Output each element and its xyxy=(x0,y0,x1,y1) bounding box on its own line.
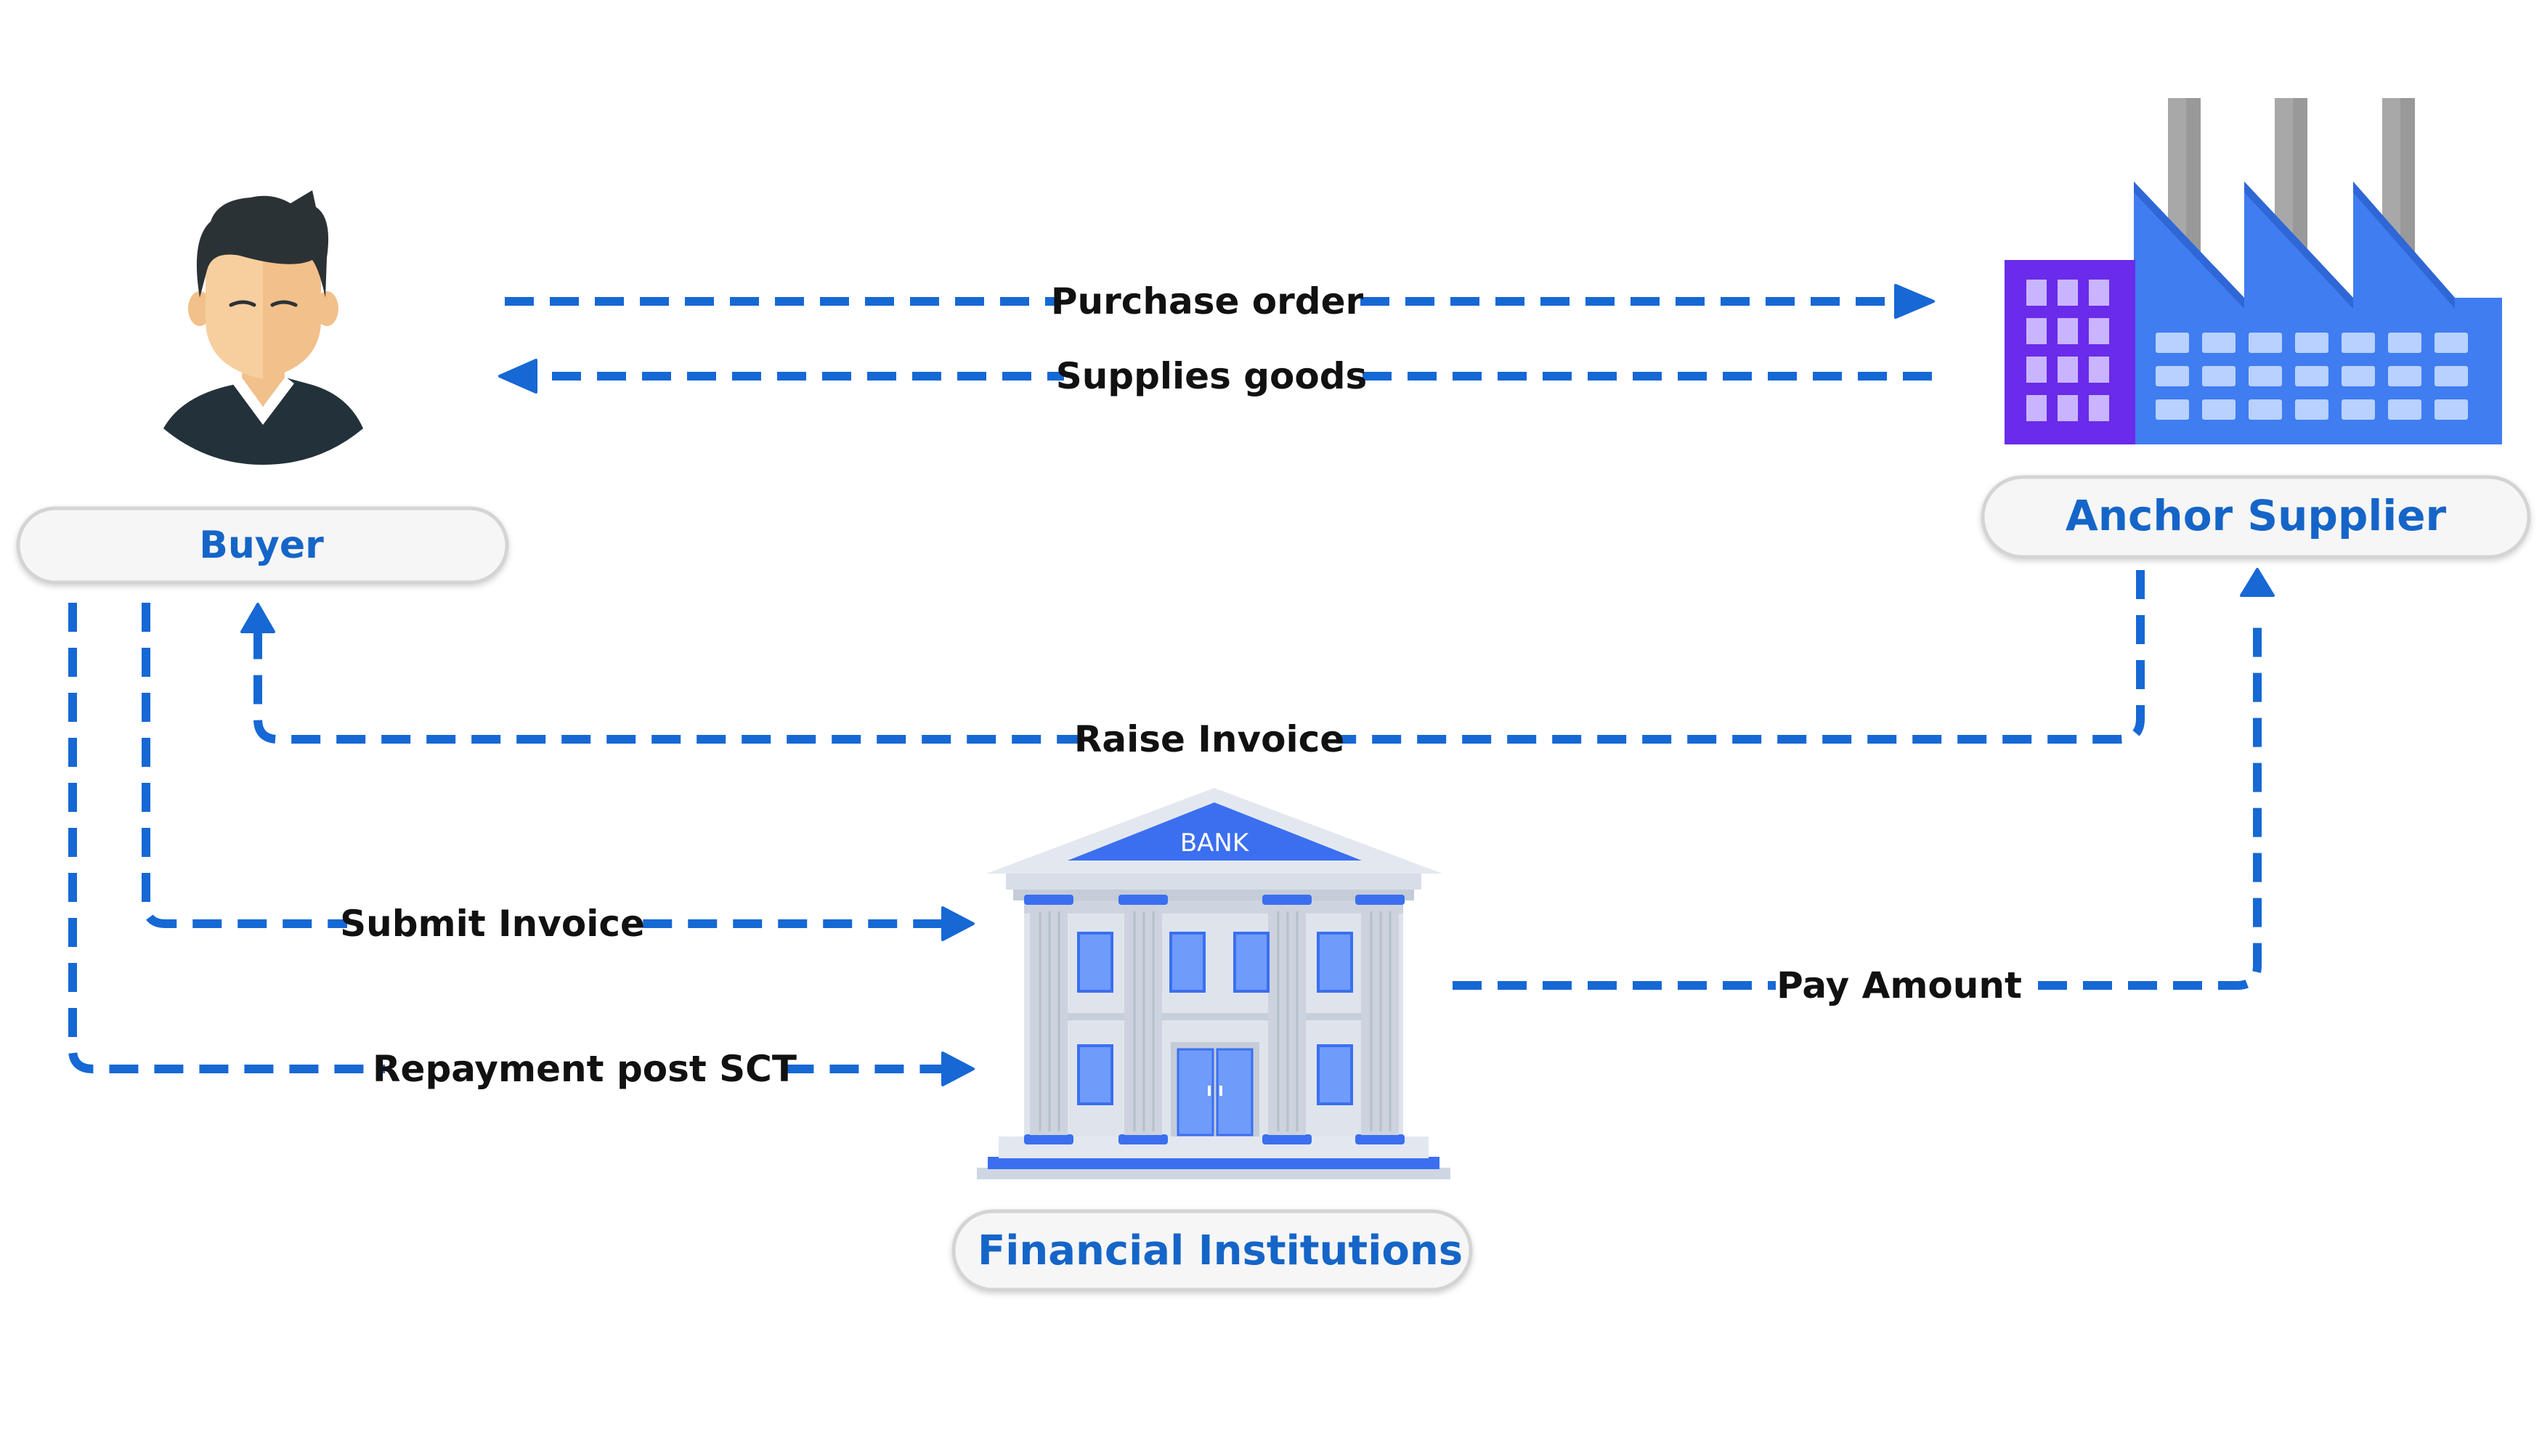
raise-invoice-arrowhead xyxy=(240,603,275,633)
financial-institutions-node: Financial Institutions xyxy=(951,1209,1473,1292)
buyer-node: Buyer xyxy=(16,506,509,585)
repayment-arrowhead xyxy=(941,1052,975,1086)
repayment-label: Repayment post SCT xyxy=(373,1048,797,1090)
anchor-supplier-node: Anchor Supplier xyxy=(1981,475,2531,559)
raise-invoice-label: Raise Invoice xyxy=(1074,718,1344,760)
pay-amount-arrow-line xyxy=(1453,625,2262,990)
bank-sign-text: BANK xyxy=(1180,829,1250,858)
submit-invoice-arrow-line xyxy=(142,603,944,928)
purchase-order-arrowhead xyxy=(1894,284,1935,319)
submit-invoice-label: Submit Invoice xyxy=(340,903,645,945)
factory-icon xyxy=(2005,98,2502,444)
pay-amount-arrowhead xyxy=(2240,568,2275,597)
financial-institutions-label: Financial Institutions xyxy=(978,1227,1463,1274)
supplies-goods-arrowhead xyxy=(498,359,537,394)
pay-amount-label: Pay Amount xyxy=(1776,964,2022,1006)
raise-invoice-arrow-line xyxy=(253,570,2145,744)
anchor-supplier-label: Anchor Supplier xyxy=(2066,491,2447,540)
submit-invoice-arrowhead xyxy=(941,906,975,941)
person-icon xyxy=(163,190,363,465)
repayment-arrow-line xyxy=(68,603,944,1073)
buyer-label: Buyer xyxy=(199,524,324,567)
purchase-order-label: Purchase order xyxy=(1051,280,1364,322)
supplies-goods-label: Supplies goods xyxy=(1056,355,1368,397)
bank-building-icon: BANK xyxy=(977,788,1450,1179)
